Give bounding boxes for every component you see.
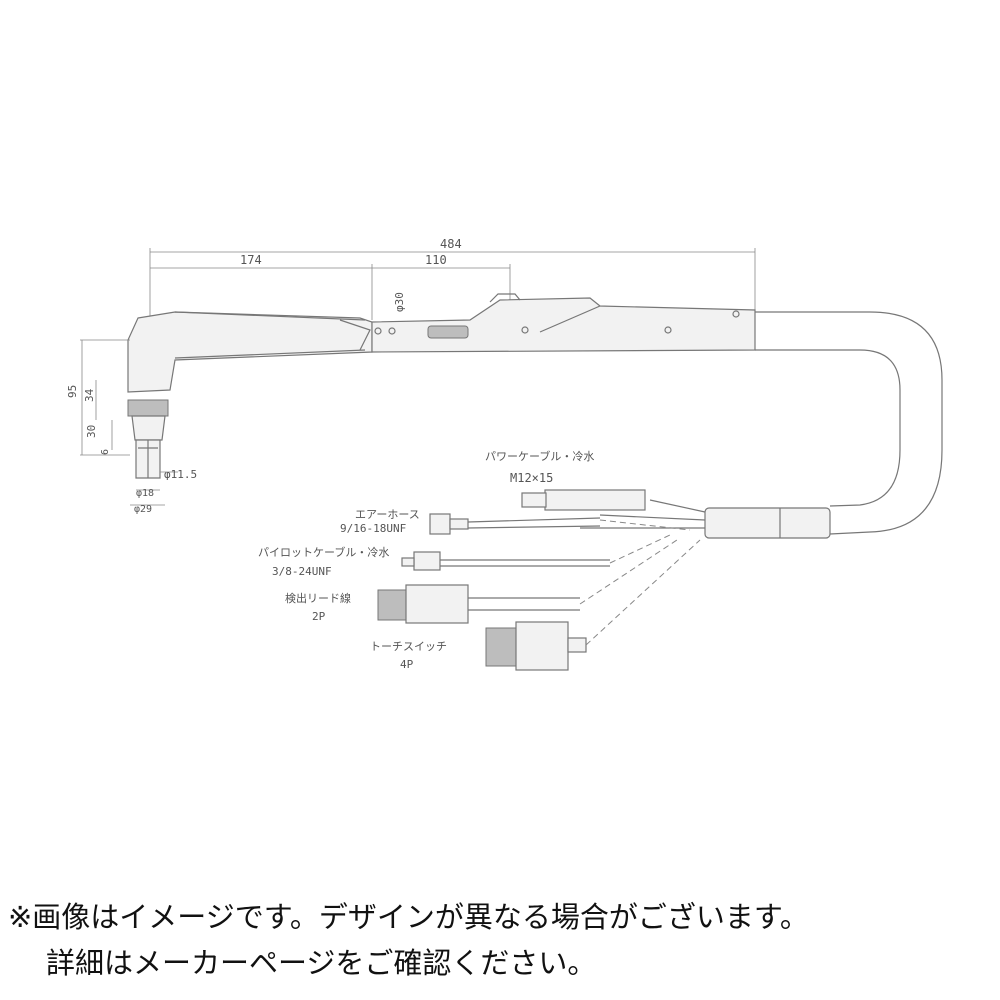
dim-outer-dia: φ29 — [134, 504, 152, 515]
dim-height-34: 34 — [83, 388, 96, 402]
torch-switch-spec: 4P — [400, 658, 414, 671]
dim-overall: 484 — [440, 237, 462, 251]
power-cable-label: パワーケーブル・冷水 — [485, 449, 594, 463]
detect-lead-spec: 2P — [312, 610, 326, 623]
air-hose-spec: 9/16-18UNF — [340, 522, 406, 535]
air-hose: エアーホース 9/16-18UNF — [340, 508, 601, 535]
torch-switch: トーチスイッチ 4P — [370, 621, 587, 671]
disclaimer-notice: ※画像はイメージです。デザインが異なる場合がございます。 詳細はメーカーページを… — [8, 894, 992, 986]
pilot-cable-spec: 3/8-24UNF — [272, 565, 332, 578]
pilot-cable: パイロットケーブル・冷水 3/8-24UNF — [258, 545, 610, 578]
torch-head — [127, 311, 373, 479]
detect-lead-label: 検出リード線 — [285, 591, 351, 605]
cable-loop — [580, 311, 943, 539]
air-hose-label: エアーホース — [355, 508, 420, 521]
leader-lines — [579, 519, 701, 646]
dim-height-30: 30 — [85, 425, 98, 438]
detection-lead: 検出リード線 2P — [285, 584, 580, 624]
dim-height-6: 6 — [100, 449, 111, 455]
torch-switch-label: トーチスイッチ — [370, 640, 447, 653]
torch-diagram: 484 174 110 φ30 95 34 30 6 φ11.5 φ18 φ29 — [66, 237, 943, 671]
left-dimensions: 95 34 30 6 φ11.5 φ18 φ29 — [66, 339, 197, 515]
dim-mid: 110 — [425, 253, 447, 267]
notice-line-2: 詳細はメーカーページをご確認ください。 — [46, 946, 597, 980]
power-cable: パワーケーブル・冷水 M12×15 — [485, 449, 646, 511]
pilot-cable-label: パイロットケーブル・冷水 — [258, 545, 389, 559]
torch-handle — [371, 293, 756, 353]
dim-nozzle-dia: φ11.5 — [164, 468, 197, 481]
dimension-lines: 484 174 110 φ30 — [149, 237, 756, 320]
dim-handle-dia: φ30 — [393, 292, 406, 312]
notice-line-1: ※画像はイメージです。デザインが異なる場合がございます。 — [8, 900, 809, 934]
dim-inner-dia: φ18 — [136, 488, 154, 499]
dim-front: 174 — [240, 253, 262, 267]
dim-height-95: 95 — [66, 385, 79, 398]
power-cable-spec: M12×15 — [510, 471, 553, 485]
